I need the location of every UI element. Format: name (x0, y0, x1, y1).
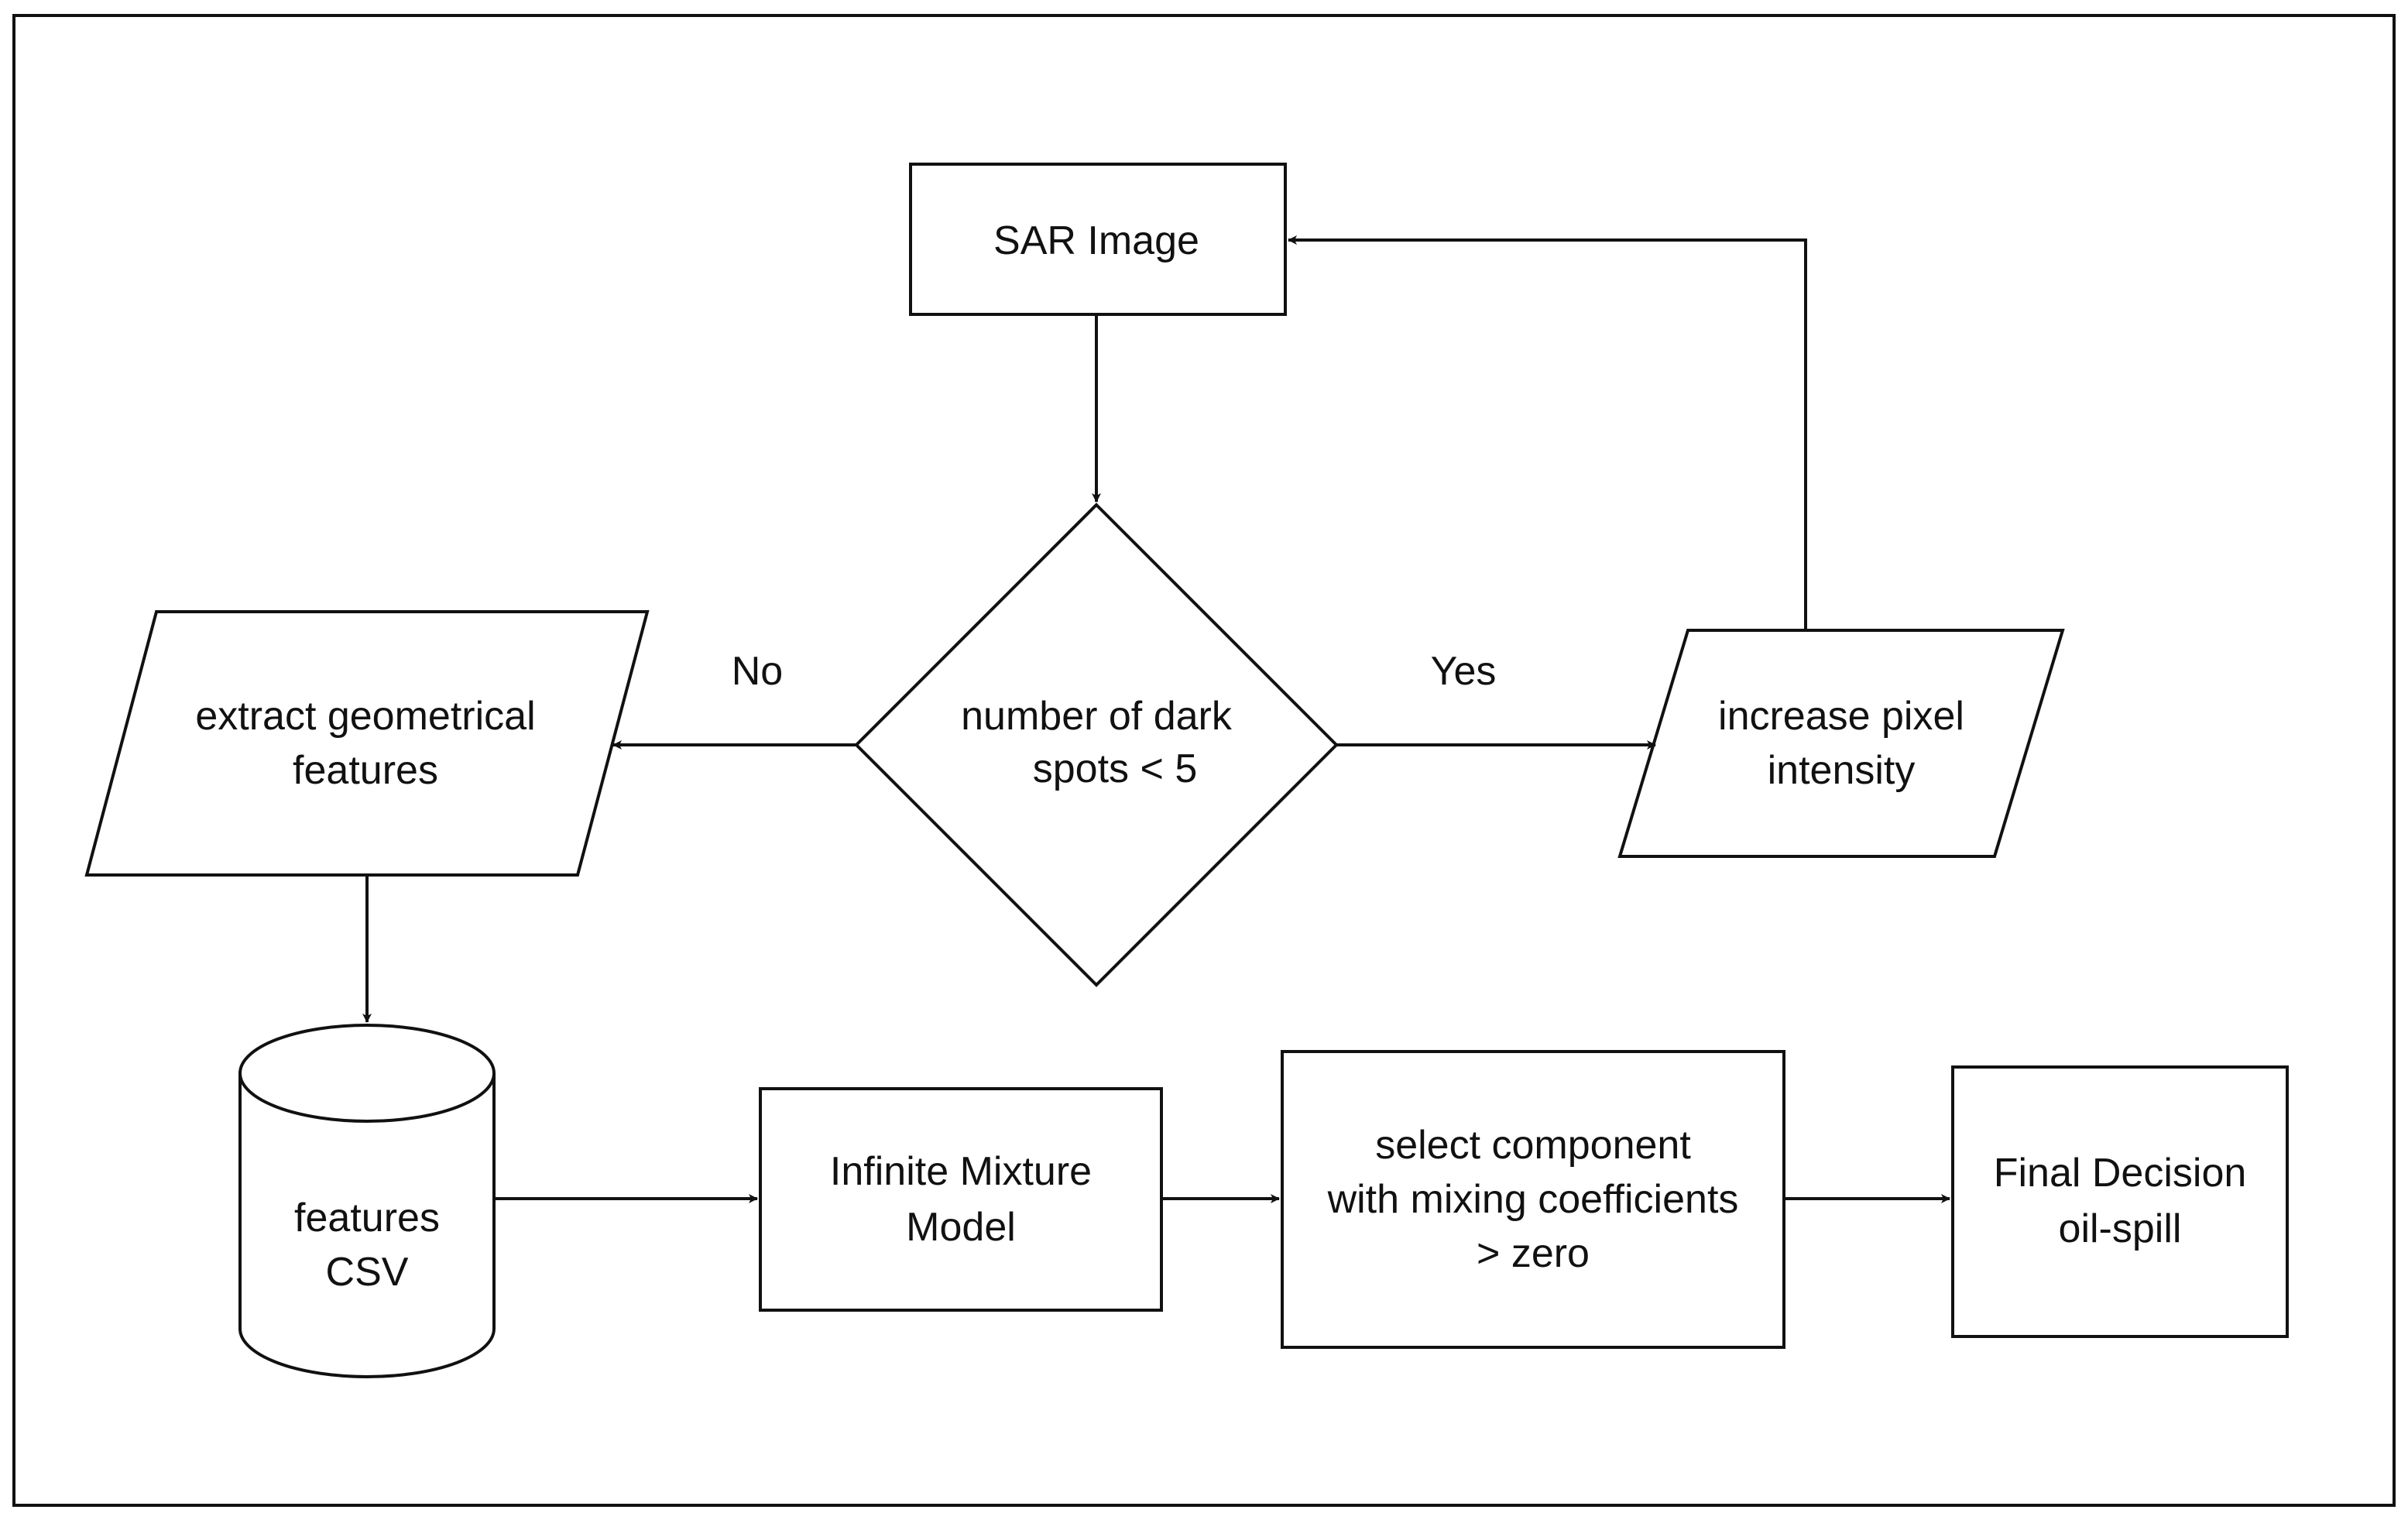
features-csv-label-line1: features (294, 1196, 440, 1240)
imm-label-line2: Model (906, 1205, 1016, 1250)
edge-label-no: No (732, 649, 783, 694)
decision-label-line1: number of dark (961, 694, 1233, 739)
extract-features-node: extract geometrical features (84, 610, 650, 877)
sar-image-node: SAR Image (909, 163, 1287, 316)
increase-label-line1: increase pixel (1718, 694, 1964, 739)
imm-label-line1: Infinite Mixture (830, 1149, 1092, 1194)
final-label-line2: oil-spill (2059, 1206, 2182, 1251)
select-label-line3: > zero (1477, 1231, 1590, 1276)
edge-increase-to-sar (1288, 235, 1807, 630)
sar-image-label: SAR Image (993, 218, 1199, 263)
final-decision-node: Final Decision oil-spill (1951, 1065, 2289, 1338)
final-label-line1: Final Decision (1994, 1151, 2247, 1196)
outer-frame (12, 14, 2396, 1507)
select-label-line1: select component (1375, 1123, 1691, 1168)
select-label-line2: with mixing coefficients (1327, 1177, 1739, 1222)
features-csv-label-line2: CSV (326, 1250, 409, 1295)
select-component-node: select component with mixing coefficient… (1281, 1050, 1785, 1349)
features-csv-node: features CSV (238, 1024, 496, 1378)
extract-label-line2: features (293, 748, 438, 793)
imm-node: Infinite Mixture Model (759, 1087, 1163, 1312)
increase-label-line2: intensity (1768, 748, 1916, 793)
increase-intensity-node: increase pixel intensity (1617, 629, 2065, 858)
decision-node: number of dark spots < 5 (854, 503, 1339, 987)
edge-label-yes: Yes (1431, 649, 1497, 694)
extract-label-line1: extract geometrical (195, 694, 535, 739)
decision-label-line2: spots < 5 (1033, 746, 1197, 791)
